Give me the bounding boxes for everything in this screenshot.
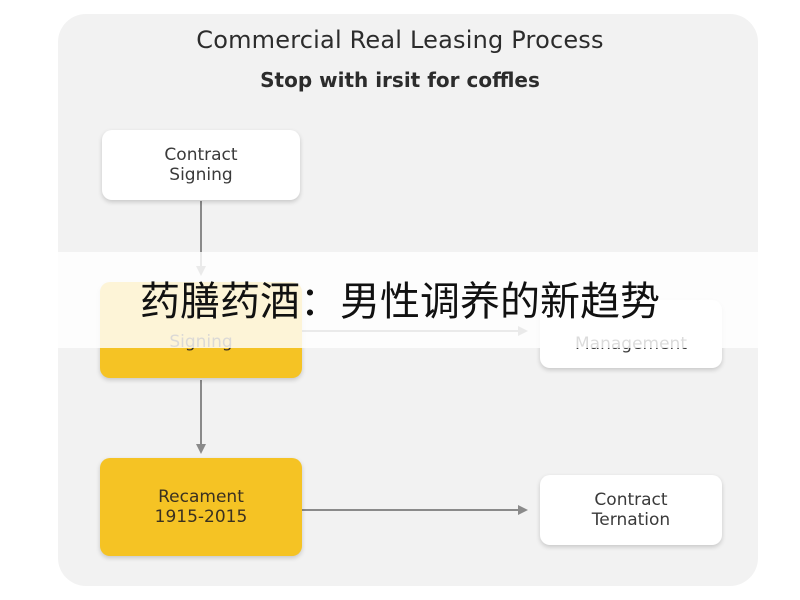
diagram-title: Commercial Real Leasing Process	[196, 26, 604, 54]
banner-caption-text: 药膳药酒：男性调养的新趋势	[140, 279, 660, 325]
node-contract-ternation: Contract Ternation	[540, 475, 722, 545]
diagram-subtitle: Stop with irsit for coffles	[260, 68, 540, 92]
node-recament: Recament 1915-2015	[100, 458, 302, 556]
caption-banner	[58, 252, 758, 348]
node-contract-signing: Contract Signing	[102, 130, 300, 200]
